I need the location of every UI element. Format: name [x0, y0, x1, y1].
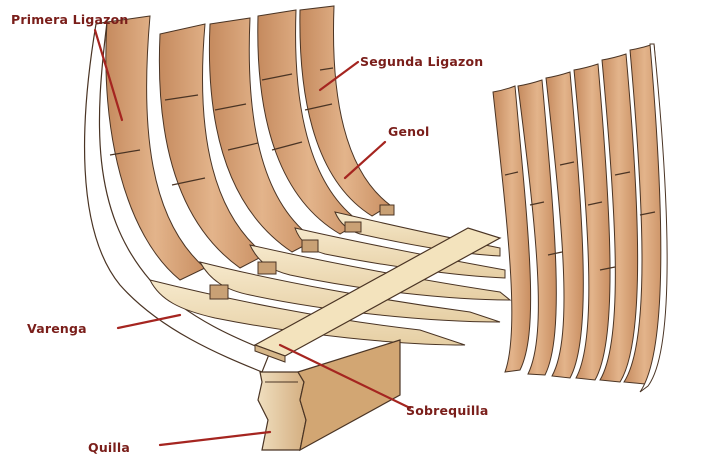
right-frames	[493, 44, 667, 392]
label-varenga: Varenga	[27, 321, 87, 336]
label-sobrequilla: Sobrequilla	[406, 403, 489, 418]
label-segunda-ligazon: Segunda Ligazon	[360, 54, 483, 69]
label-primera-ligazon: Primera Ligazon	[11, 12, 128, 27]
label-quilla: Quilla	[88, 440, 130, 455]
leader-quilla	[160, 432, 270, 445]
label-genol: Genol	[388, 124, 430, 139]
left-frames	[106, 6, 390, 280]
